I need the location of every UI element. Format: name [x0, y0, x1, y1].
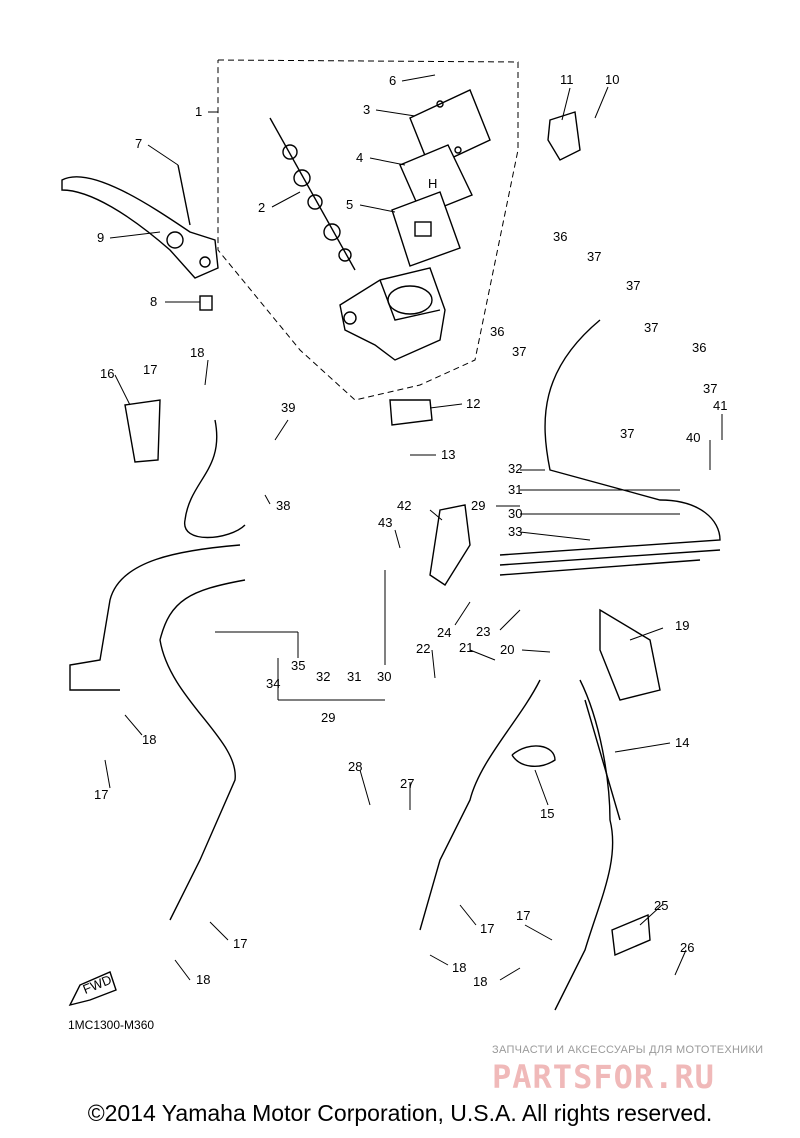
brake-hose-14 — [584, 699, 621, 821]
svg-text:H: H — [428, 176, 437, 191]
callout-14: 14 — [675, 735, 689, 750]
diaphragm-holder: H — [399, 144, 473, 216]
callout-37d: 37 — [512, 344, 526, 359]
callout-43: 43 — [378, 515, 392, 530]
callout-6: 6 — [389, 73, 396, 88]
callout-2: 2 — [258, 200, 265, 215]
master-cylinder-group-outline — [217, 59, 519, 401]
callout-18b: 18 — [142, 732, 156, 747]
callout-29a: 29 — [471, 498, 485, 513]
callout-39: 39 — [281, 400, 295, 415]
callout-5: 5 — [346, 197, 353, 212]
hose-holder — [429, 504, 471, 586]
diaphragm — [391, 191, 461, 267]
copyright-footer: ©2014 Yamaha Motor Corporation, U.S.A. A… — [87, 1100, 713, 1126]
callout-4: 4 — [356, 150, 363, 165]
callout-7: 7 — [135, 136, 142, 151]
hose-bracket — [599, 608, 661, 701]
master-cylinder-kit — [269, 117, 356, 271]
callout-26: 26 — [680, 940, 694, 955]
brake-lever — [61, 176, 219, 279]
callout-3: 3 — [363, 102, 370, 117]
callout-34: 34 — [266, 676, 280, 691]
callout-38: 38 — [276, 498, 290, 513]
callout-27: 27 — [400, 776, 414, 791]
leader-lines — [104, 74, 723, 981]
callout-37b: 37 — [626, 278, 640, 293]
callout-33: 33 — [508, 524, 522, 539]
callout-32b: 32 — [316, 669, 330, 684]
callout-41: 41 — [713, 398, 727, 413]
callout-19: 19 — [675, 618, 689, 633]
callout-37e: 37 — [703, 381, 717, 396]
callout-30a: 30 — [508, 506, 522, 521]
callout-21: 21 — [459, 640, 473, 655]
drawing-code: 1MC1300-M360 — [68, 1018, 155, 1032]
callout-17c: 17 — [233, 936, 247, 951]
hose-clamp — [511, 745, 556, 767]
callout-23: 23 — [476, 624, 490, 639]
callout-31a: 31 — [508, 482, 522, 497]
callout-22: 22 — [416, 641, 430, 656]
reservoir-cap — [409, 89, 491, 169]
callout-18e: 18 — [473, 974, 487, 989]
callout-32a: 32 — [508, 461, 522, 476]
callout-24: 24 — [437, 625, 451, 640]
callout-9: 9 — [97, 230, 104, 245]
callout-25: 25 — [654, 898, 668, 913]
callout-17b: 17 — [94, 787, 108, 802]
fwd-arrow-icon — [68, 971, 117, 1007]
callout-17e: 17 — [516, 908, 530, 923]
callout-13: 13 — [441, 447, 455, 462]
callout-28: 28 — [348, 759, 362, 774]
callout-1: 1 — [195, 104, 202, 119]
callout-12: 12 — [466, 396, 480, 411]
callout-numbers: 1 2 3 4 5 6 7 9 8 10 11 12 13 14 15 16 1… — [94, 72, 727, 989]
callout-37f: 37 — [620, 426, 634, 441]
callout-11: 11 — [560, 72, 574, 87]
union-bolt-cover — [124, 399, 161, 463]
callout-18a: 18 — [190, 345, 204, 360]
master-cylinder-holder — [547, 111, 581, 161]
callout-15: 15 — [540, 806, 554, 821]
callout-30b: 30 — [377, 669, 391, 684]
callout-18d: 18 — [452, 960, 466, 975]
callout-17a: 17 — [143, 362, 157, 377]
master-cylinder-body — [339, 267, 446, 361]
callout-18c: 18 — [196, 972, 210, 987]
callout-40: 40 — [686, 430, 700, 445]
callout-36c: 36 — [692, 340, 706, 355]
callout-8: 8 — [150, 294, 157, 309]
lever-bolt — [177, 164, 191, 226]
callout-36b: 36 — [490, 324, 504, 339]
callout-17d: 17 — [480, 921, 494, 936]
callout-31b: 31 — [347, 669, 361, 684]
callout-29b: 29 — [321, 710, 335, 725]
callout-16: 16 — [100, 366, 114, 381]
callout-35: 35 — [291, 658, 305, 673]
lever-nut — [199, 295, 213, 311]
brake-switch — [389, 399, 433, 426]
callout-36a: 36 — [553, 229, 567, 244]
callout-37c: 37 — [644, 320, 658, 335]
watermark-subtitle: ЗАПЧАСТИ И АКСЕССУАРЫ ДЛЯ МОТОТЕХНИКИ — [492, 1044, 764, 1056]
callout-10: 10 — [605, 72, 619, 87]
brake-hoses — [69, 319, 721, 1011]
watermark-logo: PARTSFOR.RU — [492, 1058, 715, 1096]
callout-20: 20 — [500, 642, 514, 657]
callout-42: 42 — [397, 498, 411, 513]
callout-37a: 37 — [587, 249, 601, 264]
